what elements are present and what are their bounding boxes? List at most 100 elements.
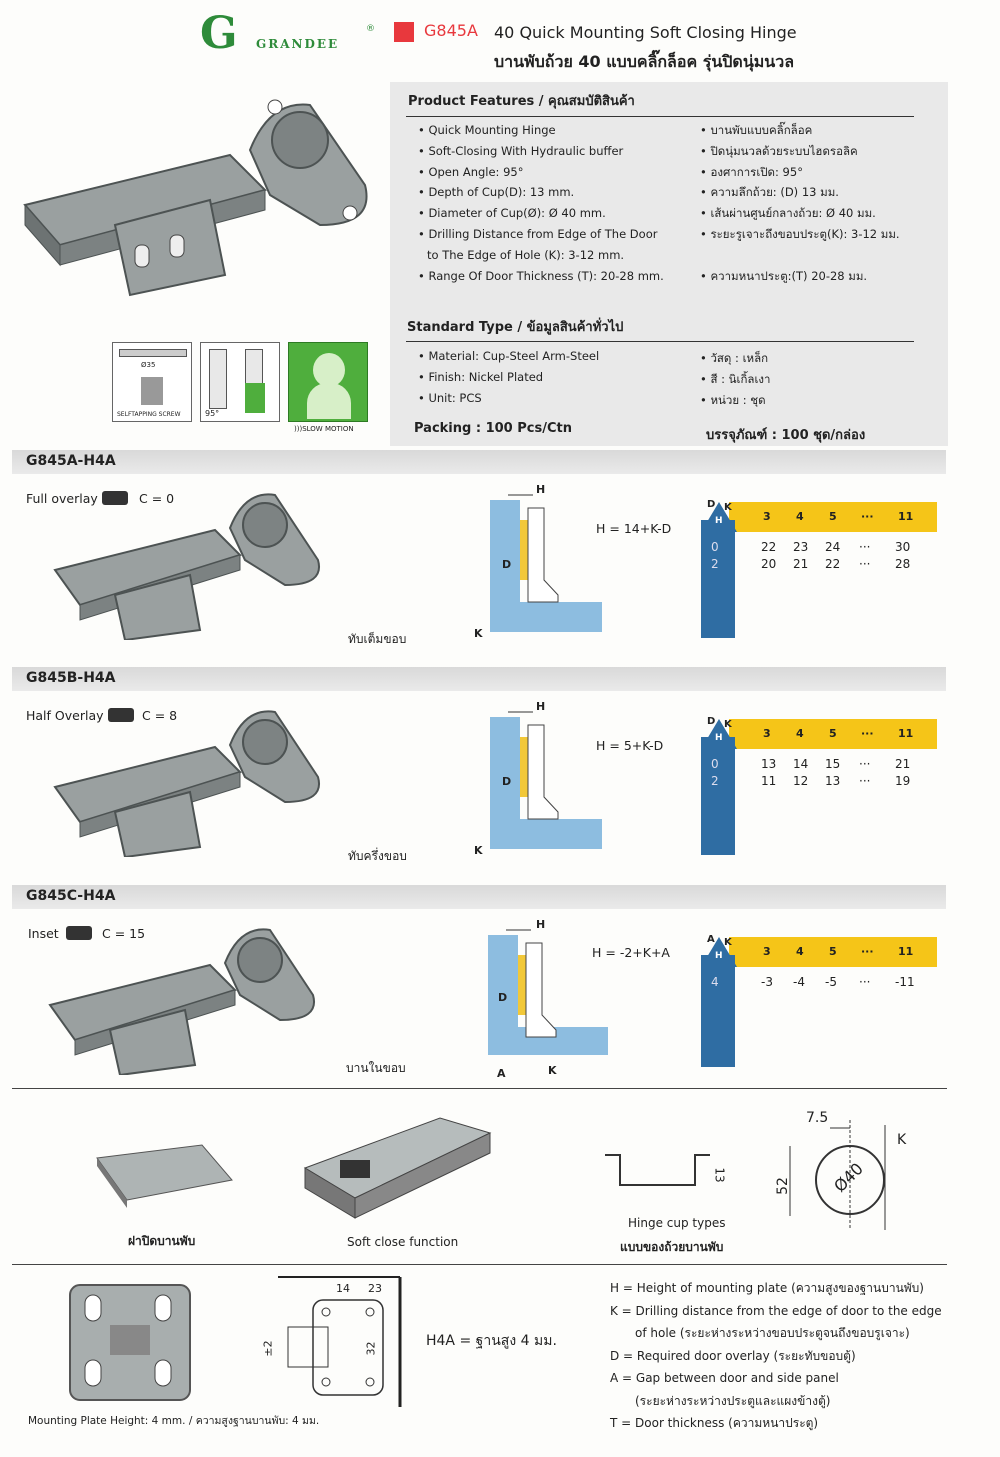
table-header-band xyxy=(729,937,937,967)
standard-th: • สี : นิเกิ้ลเงา xyxy=(700,371,771,386)
corner-triangle xyxy=(701,937,737,967)
variant-code: G845B-H4A xyxy=(26,670,116,686)
table-col-header: 4 xyxy=(796,945,804,958)
variant-code: G845A-H4A xyxy=(26,453,116,469)
logo-registered: ® xyxy=(366,24,375,34)
legend-item: A = Gap between door and side panel xyxy=(610,1371,839,1385)
table-cell: 21 xyxy=(895,757,911,771)
title-th: บานพับถ้วย 40 แบบคลิ๊กล็อค รุ่นปิดนุ่มนว… xyxy=(494,52,795,71)
table-col-header: ··· xyxy=(861,510,874,523)
feature-th: • ปิดนุ่มนวลด้วยระบบไฮดรอลิค xyxy=(700,143,858,158)
title-en: 40 Quick Mounting Soft Closing Hinge xyxy=(494,23,797,42)
table-col-header: 5 xyxy=(829,945,837,958)
c-value: C = 15 xyxy=(102,926,146,941)
cup-depth: 13 xyxy=(712,1167,727,1183)
logo-text: GRANDEE xyxy=(256,37,340,51)
dim-top: H xyxy=(536,483,546,496)
table-header-band xyxy=(729,502,937,532)
variant-band: G845C-H4A xyxy=(12,885,946,909)
row-key: 0 xyxy=(711,540,719,554)
formula: H = 14+K-D xyxy=(596,521,672,536)
table-cell: 22 xyxy=(761,540,777,554)
logo-letter: G xyxy=(200,8,238,59)
overlay-label: Half Overlay xyxy=(26,708,104,723)
feature-th: • ความลึกถ้วย: (D) 13 มม. xyxy=(700,185,839,200)
overlay-diagram xyxy=(488,929,608,1055)
overlay-icon xyxy=(108,708,134,722)
table-header-band xyxy=(729,719,937,749)
section-divider xyxy=(12,1088,947,1089)
soft-close-label: Soft close function xyxy=(347,1235,459,1249)
angle-label: 95° xyxy=(205,409,220,418)
feature-en: • Open Angle: 95° xyxy=(418,164,524,179)
table-col-header: 4 xyxy=(796,727,804,740)
mounting-plate-image xyxy=(69,1284,191,1401)
table-cell: 21 xyxy=(793,557,809,571)
table-row: 2 20 21 22 ··· 28 xyxy=(701,557,936,574)
overlay-diagram xyxy=(490,711,602,849)
plate-dim-b: 23 xyxy=(368,1282,382,1295)
plate-caption: Mounting Plate Height: 4 mm. / ความสูงฐา… xyxy=(28,1415,320,1427)
table-col-header: ··· xyxy=(861,945,874,958)
dim-side: D xyxy=(502,558,512,571)
cup-k: K xyxy=(897,1132,907,1148)
dim-side: D xyxy=(498,991,508,1004)
table-col-header: ··· xyxy=(861,727,874,740)
plate-dimension-diagram xyxy=(278,1276,402,1407)
plate-dim-d: ±2 xyxy=(261,1340,275,1357)
table-col-header: 4 xyxy=(796,510,804,523)
packing-en: Packing : 100 Pcs/Ctn xyxy=(414,421,572,436)
feature-th: • ระยะรูเจาะถึงขอบประตู(K): 3-12 มม. xyxy=(700,226,900,241)
corner-bottom: H xyxy=(715,733,723,743)
legend: H = Height of mounting plate (ความสูงของ… xyxy=(610,1277,942,1435)
table-row: 4 -3-4-5···-11 xyxy=(701,975,936,992)
soft-close-image xyxy=(303,1117,492,1219)
corner-right: K xyxy=(724,502,732,513)
table-cell: -3 xyxy=(761,975,773,989)
feature-th: • ความหนาประตู:(T) 20-28 มม. xyxy=(700,268,868,283)
legend-item: of hole (ระยะห่างระหว่างขอบประตูจนถึงขอบ… xyxy=(635,1326,910,1340)
table-cell: 20 xyxy=(761,557,777,571)
table-col-header: 3 xyxy=(763,727,771,740)
packing-th: บรรจุภัณฑ์ : 100 ชุด/กล่อง xyxy=(706,428,866,443)
hinge-variant-image xyxy=(53,710,321,857)
table-cell: 14 xyxy=(793,757,809,771)
feature-en: to The Edge of Hole (K): 3-12 mm. xyxy=(427,247,625,262)
dim-bottom: K xyxy=(548,1064,557,1077)
standard-en: • Material: Cup-Steel Arm-Steel xyxy=(418,349,600,363)
overlay-thai: ทับเต็มขอบ xyxy=(348,632,407,646)
cup-profile-diagram xyxy=(605,1154,710,1186)
slow-motion-icon xyxy=(288,342,368,422)
row-key: 0 xyxy=(711,757,719,771)
legend-item: D = Required door overlay (ระยะทับขอบตู้… xyxy=(610,1348,856,1363)
table-cell: 30 xyxy=(895,540,911,554)
feature-en: • Range Of Door Thickness (T): 20-28 mm. xyxy=(418,268,664,283)
cup-offset: 7.5 xyxy=(806,1110,829,1126)
slow-motion-label: )))SLOW MOTION xyxy=(294,425,354,433)
table-cell: 12 xyxy=(793,774,809,788)
table-cell: 24 xyxy=(825,540,841,554)
table-cell: 28 xyxy=(895,557,911,571)
corner-triangle xyxy=(701,502,737,532)
cover-label: ฝาปิดบานพับ xyxy=(128,1234,196,1248)
hinge-cover-image xyxy=(96,1144,233,1208)
row-key: 2 xyxy=(711,774,719,788)
overlay-icon xyxy=(66,926,92,940)
plate-dim-a: 14 xyxy=(336,1282,350,1295)
table-cell: 22 xyxy=(825,557,841,571)
standard-en-list: • Material: Cup-Steel Arm-Steel • Finish… xyxy=(418,346,599,408)
table-col-header: 11 xyxy=(898,945,914,958)
table-cell: ··· xyxy=(859,975,871,989)
row-key: 2 xyxy=(711,557,719,571)
section-divider-2 xyxy=(12,1264,947,1265)
table-key-band xyxy=(701,955,735,1067)
table-cell: ··· xyxy=(859,557,871,571)
dim-bottom: K xyxy=(474,844,483,857)
plate-dim-c: 32 xyxy=(364,1341,378,1356)
hinge-main-image xyxy=(23,99,368,297)
corner-top: A xyxy=(707,934,715,945)
table-cell: -11 xyxy=(895,975,915,989)
